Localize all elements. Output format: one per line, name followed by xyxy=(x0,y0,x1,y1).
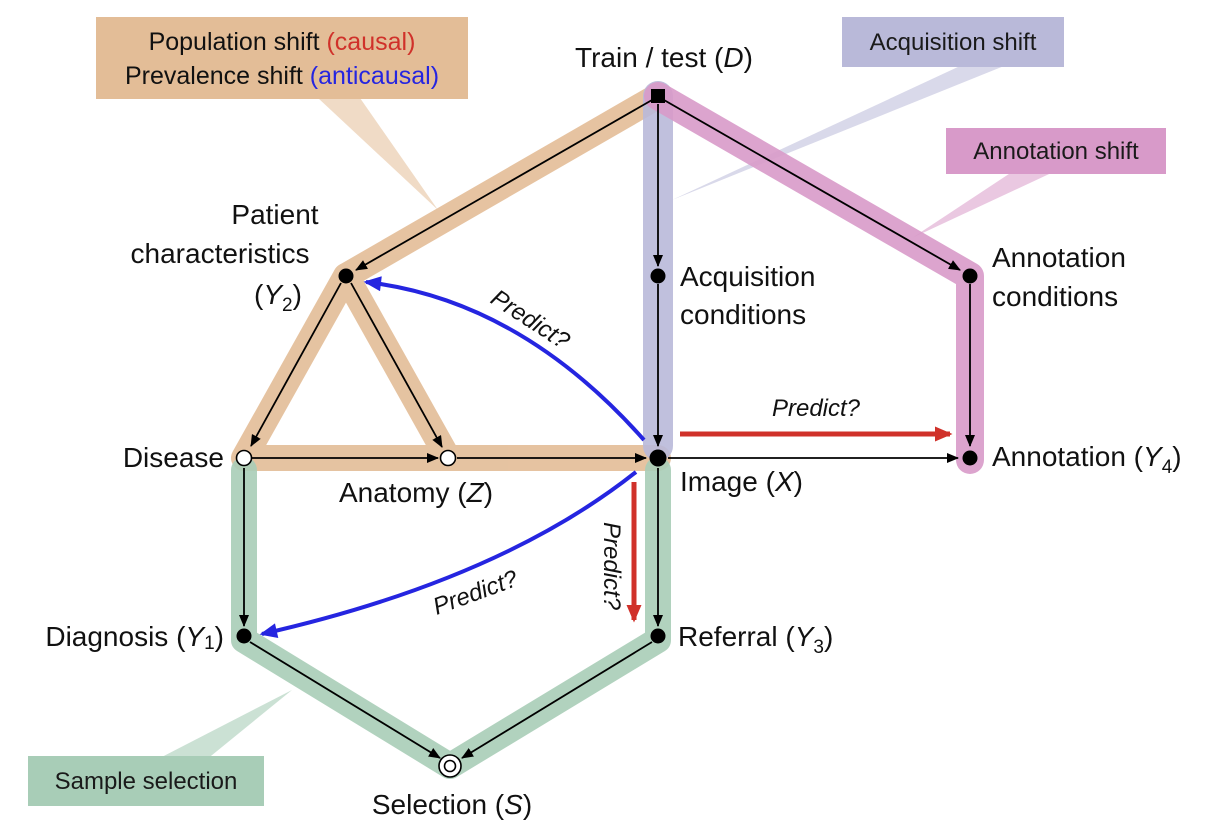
edge-d-patient xyxy=(355,99,653,271)
acquisition-callout-label: Acquisition shift xyxy=(870,29,1037,56)
node-patient xyxy=(338,268,354,284)
selection-callout-label: Sample selection xyxy=(55,768,238,795)
annotation-callout-label: Annotation shift xyxy=(973,138,1139,165)
node-diagnosis xyxy=(236,628,252,644)
label-annotation: Annotation (Y4) xyxy=(992,441,1182,478)
label-diagnosis: Diagnosis (Y1) xyxy=(45,621,224,654)
causal-edges xyxy=(239,99,975,759)
population-callout-box xyxy=(96,17,468,99)
population-callout-pointer xyxy=(318,98,438,210)
selection-callout-box xyxy=(28,756,264,806)
predict-arrow-diagnosis xyxy=(259,470,638,638)
label-train-test: Train / test (D) xyxy=(575,42,753,73)
node-annotation-conditions xyxy=(962,268,978,284)
node-train-test xyxy=(651,89,665,103)
node-annotation xyxy=(962,450,978,466)
label-patient-line1: Patient xyxy=(231,199,318,230)
node-selection xyxy=(438,754,462,778)
edge-d-annotation-conditions xyxy=(663,99,961,271)
predict-label-diagnosis: Predict? xyxy=(429,565,522,621)
predict-label-referral: Predict? xyxy=(598,522,625,611)
edge-referral-selection xyxy=(461,641,653,759)
population-callout-line1: Population shift (causal) xyxy=(149,28,416,56)
label-disease: Disease xyxy=(123,442,224,473)
label-annotation-conditions-line2: conditions xyxy=(992,281,1118,312)
acquisition-callout-box xyxy=(842,17,1064,67)
selection-callout-pointer xyxy=(156,690,292,760)
label-image: Image (X) xyxy=(680,466,803,497)
node-acquisition xyxy=(650,268,666,284)
predict-label-annotation: Predict? xyxy=(772,395,861,422)
node-referral xyxy=(650,628,666,644)
label-patient-var: (Y2) xyxy=(254,279,302,316)
predict-label-patient: Predict? xyxy=(486,284,575,355)
label-anatomy: Anatomy (Z) xyxy=(339,477,493,508)
sample-selection-highlight xyxy=(231,457,671,779)
label-patient-line2: characteristics xyxy=(131,238,310,269)
label-acquisition-line1: Acquisition xyxy=(680,261,815,292)
node-image xyxy=(649,449,667,467)
edge-patient-disease xyxy=(250,282,342,447)
label-referral: Referral (Y3) xyxy=(678,621,833,658)
label-acquisition-line2: conditions xyxy=(680,299,806,330)
edge-diagnosis-selection xyxy=(249,641,441,759)
label-selection: Selection (S) xyxy=(372,789,532,820)
population-shift-highlight xyxy=(231,83,671,471)
node-disease xyxy=(235,449,253,467)
population-callout-line2: Prevalence shift (anticausal) xyxy=(125,62,439,90)
label-annotation-conditions-line1: Annotation xyxy=(992,242,1126,273)
edge-patient-anatomy xyxy=(350,282,443,448)
predict-arrow-patient xyxy=(363,276,646,442)
node-anatomy xyxy=(439,449,457,467)
annotation-callout-box xyxy=(946,128,1166,174)
annotation-callout-pointer xyxy=(912,168,1062,238)
